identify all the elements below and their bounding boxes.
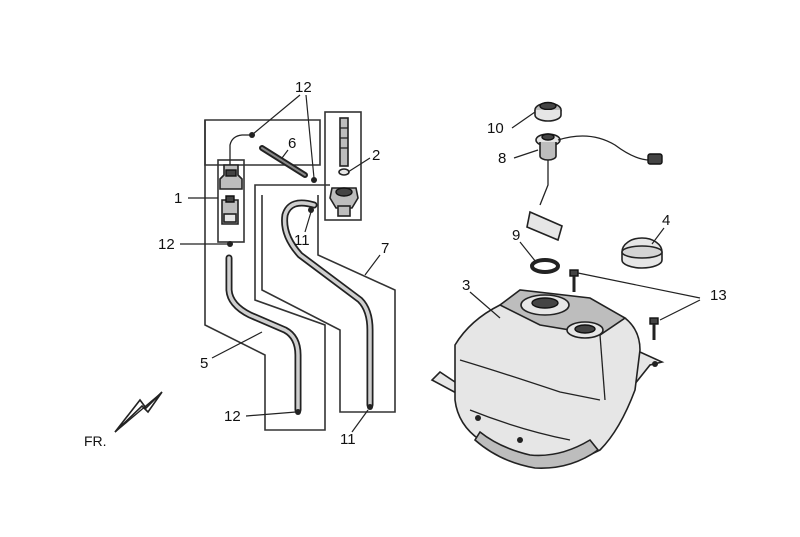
fuel-line-assembly: [204, 111, 396, 431]
callout-3: 3: [462, 277, 470, 294]
callout-10: 10: [487, 120, 504, 137]
fuel-valve-part-1: [219, 164, 243, 225]
fuel-tank-assembly: [430, 101, 665, 469]
callout-4: 4: [662, 212, 670, 229]
clip-12-upper: [311, 177, 317, 183]
clip-12-bottom: [295, 409, 301, 415]
seal-ring-part-9: [530, 258, 560, 274]
clip-12-mid: [227, 241, 233, 247]
callout-11-lower: 11: [340, 431, 356, 448]
front-direction-arrow: FR.: [84, 391, 163, 449]
bolt-part-13-a: [569, 269, 579, 292]
callout-12-top: 12: [295, 79, 312, 96]
fuel-sender-part-8: [526, 133, 663, 242]
clip-11-upper: [308, 207, 314, 213]
callout-1: 1: [174, 190, 182, 207]
callout-11-upper: 11: [294, 232, 310, 249]
callout-6: 6: [288, 135, 296, 152]
breather-part-2: [329, 117, 359, 217]
callout-12-bottom: 12: [224, 408, 241, 425]
callout-2: 2: [372, 147, 380, 164]
hose-part-5: [225, 254, 302, 414]
hose-part-11: [281, 199, 374, 409]
callout-5: 5: [200, 355, 208, 372]
callout-12-mid: 12: [158, 236, 175, 253]
leader-lines: [180, 94, 701, 433]
callout-labels: 12 6 2 1 12 11 7 5 12 11 10 8 9 4 3 13: [158, 79, 727, 448]
bolt-part-13-b: [649, 317, 659, 340]
callout-13: 13: [710, 287, 727, 304]
tank-cap-part-4: [621, 237, 663, 269]
grommet-part-10: [534, 101, 562, 122]
clip-11-bottom: [367, 404, 373, 410]
callout-8: 8: [498, 150, 506, 167]
direction-label: FR.: [84, 433, 107, 449]
callout-7: 7: [381, 240, 389, 257]
rod-part-6: [259, 145, 308, 178]
fuel-tank-part-3: [430, 289, 665, 469]
callout-9: 9: [512, 227, 520, 244]
